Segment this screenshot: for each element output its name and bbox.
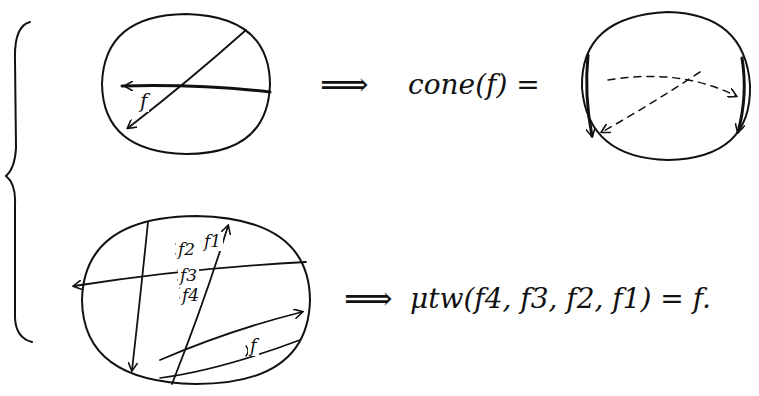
- arrow-curve: [132, 222, 148, 370]
- arrow-curve: [125, 85, 190, 87]
- disk: [582, 12, 750, 160]
- disk-region: f2 f1f3f4 f: [80, 214, 312, 386]
- curve: [160, 340, 300, 378]
- implies-symbol: ⟹: [318, 66, 371, 103]
- dashed-curve: [608, 76, 736, 96]
- arrow-curve: [128, 30, 246, 128]
- curve-label: f1: [202, 232, 223, 251]
- disk-outline: [100, 12, 272, 156]
- arrow-curve: [74, 262, 306, 286]
- boundary-arrow: [738, 58, 744, 132]
- dashed-curve: [602, 72, 700, 132]
- curve-label: f: [138, 90, 149, 112]
- tick: [176, 244, 248, 356]
- arrow-curve: [160, 312, 302, 360]
- arrow-curve: [172, 226, 228, 384]
- curve-label: f2: [176, 240, 197, 259]
- boundary-arrow: [587, 55, 592, 136]
- formula: cone(f) =: [406, 70, 542, 101]
- curve-label: f3: [178, 266, 199, 285]
- disk-region: f: [100, 12, 272, 156]
- curve-label: f4: [180, 286, 201, 305]
- brace: [6, 22, 32, 342]
- curve-label: f: [248, 336, 259, 356]
- formula: μtw(f4, f3, f2, f1) = f.: [408, 284, 713, 315]
- implies-symbol: ⟹: [342, 280, 395, 317]
